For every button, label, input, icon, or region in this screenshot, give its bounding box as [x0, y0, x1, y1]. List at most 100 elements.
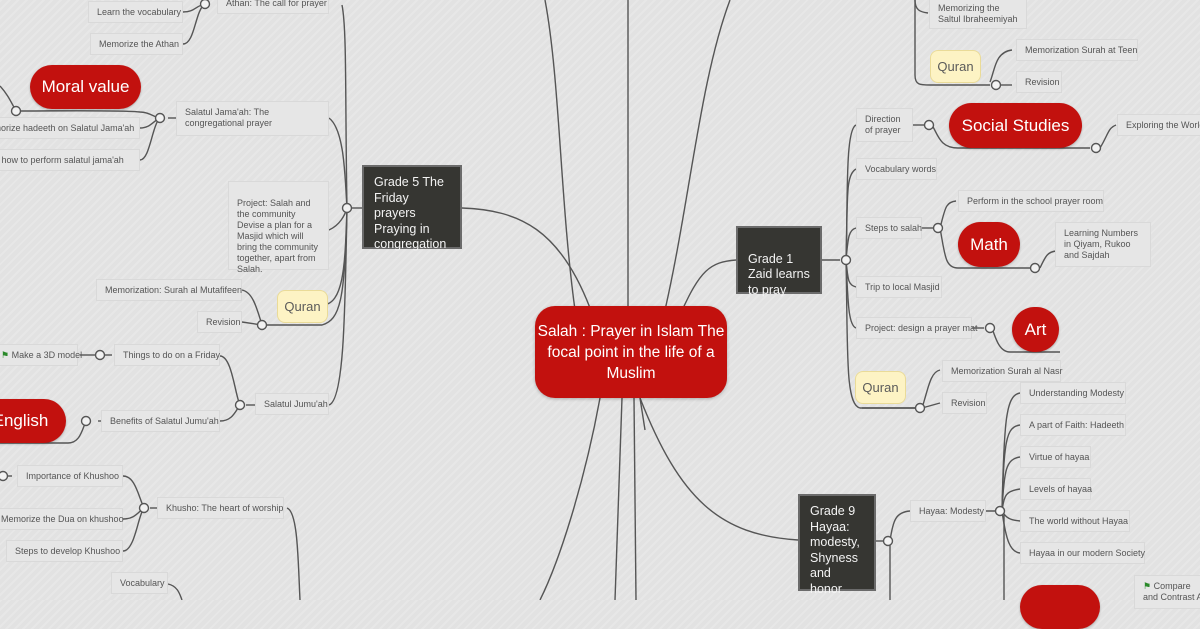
- leaf-label: Steps to develop Khushoo: [15, 546, 121, 556]
- leaf-label: Hayaa in our modern Society: [1029, 548, 1146, 558]
- hayaa-item-5[interactable]: Hayaa in our modern Society: [1020, 542, 1145, 564]
- friday-things-topic[interactable]: Things to do on a Friday: [114, 344, 220, 366]
- learn-vocabulary-topic[interactable]: Learn the vocabulary: [88, 1, 183, 23]
- grade5-topic[interactable]: Grade 5 The Friday prayers Praying in co…: [362, 165, 462, 251]
- leaf-label: Project: Salah and the community Devise …: [237, 198, 319, 274]
- leaf-label: Learning how to perform salatul jama'ah: [0, 155, 124, 165]
- leaf-label: Salatul Jumu'ah: [264, 399, 328, 409]
- leaf-label: Hayaa: Modesty: [919, 506, 985, 516]
- trip-masjid-topic[interactable]: Trip to local Masjid: [856, 276, 942, 298]
- khushoo-importance-topic[interactable]: Importance of Khushoo: [17, 465, 123, 487]
- hayaa-item-1[interactable]: A part of Faith: Hadeeth: [1020, 414, 1126, 436]
- leaf-label: Project: design a prayer mat: [865, 323, 978, 333]
- leaf-label: Memorize hadeeth on Salatul Jama'ah: [0, 123, 135, 133]
- school-prayer-room-topic[interactable]: Perform in the school prayer room: [958, 190, 1104, 212]
- grade1-label: Grade 1 Zaid learns to pray: [748, 251, 810, 297]
- leaf-label: Compare and Contrast A: [1143, 581, 1200, 602]
- jamaah-topic[interactable]: Salatul Jama'ah: The congregational pray…: [176, 101, 329, 136]
- surah-teen-topic[interactable]: Memorization Surah at Teen: [1016, 39, 1138, 61]
- hayaa-item-0[interactable]: Understanding Modesty: [1020, 382, 1126, 404]
- revision-top-topic[interactable]: Revision: [1016, 71, 1062, 93]
- khushoo-steps-topic[interactable]: Steps to develop Khushoo: [6, 540, 123, 562]
- leaf-label: Steps to salah: [865, 223, 923, 233]
- exploring-world-topic[interactable]: Exploring the World: [1117, 114, 1200, 136]
- hayaa-item-4[interactable]: The world without Hayaa: [1020, 510, 1130, 532]
- leaf-label: Learn the vocabulary: [97, 7, 182, 17]
- surah-nasr-topic[interactable]: Memorization Surah al Nasr: [942, 360, 1063, 382]
- leaf-label: Revision: [951, 398, 986, 408]
- direction-of-prayer-topic[interactable]: Direction of prayer: [856, 108, 913, 142]
- quran-tag-grade1[interactable]: Quran: [855, 371, 906, 404]
- steps-to-salah-topic[interactable]: Steps to salah: [856, 217, 922, 239]
- grade9-label: Grade 9 Hayaa: modesty, Shyness and hono…: [810, 504, 860, 596]
- vocabulary-words-topic[interactable]: Vocabulary words: [856, 158, 937, 180]
- 3d-model-topic[interactable]: ⚑ Make a 3D model: [0, 344, 82, 366]
- grade5-label: Grade 5 The Friday prayers Praying in co…: [374, 175, 447, 251]
- perform-jamaah-topic[interactable]: Learning how to perform salatul jama'ah: [0, 149, 140, 171]
- quran-label: Quran: [862, 380, 899, 395]
- pill-label: Moral value: [41, 77, 130, 96]
- leaf-label: Make a 3D model: [11, 350, 83, 360]
- revision-grade1-topic[interactable]: Revision: [942, 392, 987, 414]
- leaf-label: Memorizing the Saltul Ibraheemiyah: [938, 3, 1018, 24]
- leaf-label: Memorization: Surah al Mutafifeen: [105, 285, 243, 295]
- community-project-topic[interactable]: Project: Salah and the community Devise …: [228, 181, 329, 274]
- memorize-athan-topic[interactable]: Memorize the Athan: [90, 33, 183, 55]
- grade9-topic[interactable]: Grade 9 Hayaa: modesty, Shyness and hono…: [798, 494, 876, 596]
- art-pill[interactable]: Art: [1012, 307, 1059, 352]
- compare-contrast-topic[interactable]: ⚑ Compare and Contrast A: [1134, 575, 1200, 609]
- leaf-label: Memorization Surah at Teen: [1025, 45, 1138, 55]
- leaf-label: Importance of Khushoo: [26, 471, 120, 481]
- leaf-label: Vocabulary: [120, 578, 165, 588]
- quran-tag-grade5[interactable]: Quran: [277, 290, 328, 323]
- leaf-label: Revision: [1025, 77, 1060, 87]
- leaf-label: Direction of prayer: [865, 114, 901, 135]
- quran-label: Quran: [937, 59, 974, 74]
- flag-icon: ⚑: [1, 350, 10, 360]
- grade1-topic[interactable]: Grade 1 Zaid learns to pray: [736, 226, 822, 297]
- leaf-label: Trip to local Masjid: [865, 282, 940, 292]
- leaf-label: Memorize the Athan: [99, 39, 180, 49]
- prayer-mat-project-topic[interactable]: Project: design a prayer mat: [856, 317, 978, 339]
- vocabulary-topic[interactable]: Vocabulary: [111, 572, 168, 594]
- jumuah-topic[interactable]: Salatul Jumu'ah: [255, 393, 329, 415]
- memorize-hadeeth-topic[interactable]: Memorize hadeeth on Salatul Jama'ah: [0, 117, 140, 139]
- learning-numbers-topic[interactable]: Learning Numbers in Qiyam, Rukoo and Saj…: [1055, 222, 1151, 267]
- leaf-label: Revision: [206, 317, 241, 327]
- math-pill[interactable]: Math: [958, 222, 1020, 267]
- jumuah-benefits-topic[interactable]: Benefits of Salatul Jumu'ah: [101, 410, 220, 432]
- surah-mutafifeen-topic[interactable]: Memorization: Surah al Mutafifeen: [96, 279, 242, 301]
- leaf-label: The world without Hayaa: [1029, 516, 1129, 526]
- leaf-label: Virtue of hayaa: [1029, 452, 1090, 462]
- revision-grade5-topic[interactable]: Revision: [197, 311, 242, 333]
- moral-value-pill[interactable]: Moral value: [30, 65, 141, 109]
- leaf-label: Salatul Jama'ah: The congregational pray…: [185, 107, 273, 128]
- pill-label: Math: [970, 234, 1008, 254]
- hayaa-modesty-topic[interactable]: Hayaa: Modesty: [910, 500, 986, 522]
- pill-label: Social Studies: [961, 115, 1070, 135]
- athan-label: Athan: The call for prayer: [226, 0, 327, 8]
- leaf-label: A part of Faith: Hadeeth: [1029, 420, 1125, 430]
- leaf-label: Vocabulary words: [865, 164, 937, 174]
- central-topic[interactable]: Salah : Prayer in Islam The focal point …: [535, 306, 727, 398]
- leaf-label: Benefits of Salatul Jumu'ah: [110, 416, 219, 426]
- leaf-label: Memorize the Dua on khushoo: [1, 514, 124, 524]
- leaf-label: Things to do on a Friday: [123, 350, 221, 360]
- khushoo-dua-topic[interactable]: Memorize the Dua on khushoo: [0, 508, 124, 530]
- leaf-label: Levels of hayaa: [1029, 484, 1093, 494]
- grade9-subject-pill[interactable]: [1020, 585, 1100, 629]
- saltul-ibraheemiyah-topic[interactable]: Memorizing the Saltul Ibraheemiyah: [929, 0, 1027, 29]
- pill-label: English: [0, 411, 49, 430]
- leaf-label: Exploring the World: [1126, 120, 1200, 130]
- hayaa-item-2[interactable]: Virtue of hayaa: [1020, 446, 1091, 468]
- leaf-label: Perform in the school prayer room: [967, 196, 1104, 206]
- english-pill[interactable]: English: [0, 399, 66, 443]
- quran-label: Quran: [284, 299, 321, 314]
- leaf-label: Memorization Surah al Nasr: [951, 366, 1063, 376]
- quran-tag-top[interactable]: Quran: [930, 50, 981, 83]
- hayaa-item-3[interactable]: Levels of hayaa: [1020, 478, 1093, 500]
- athan-topic[interactable]: Athan: The call for prayer: [217, 0, 329, 14]
- social-studies-pill[interactable]: Social Studies: [949, 103, 1082, 148]
- khushoo-topic[interactable]: Khusho: The heart of worship: [157, 497, 284, 519]
